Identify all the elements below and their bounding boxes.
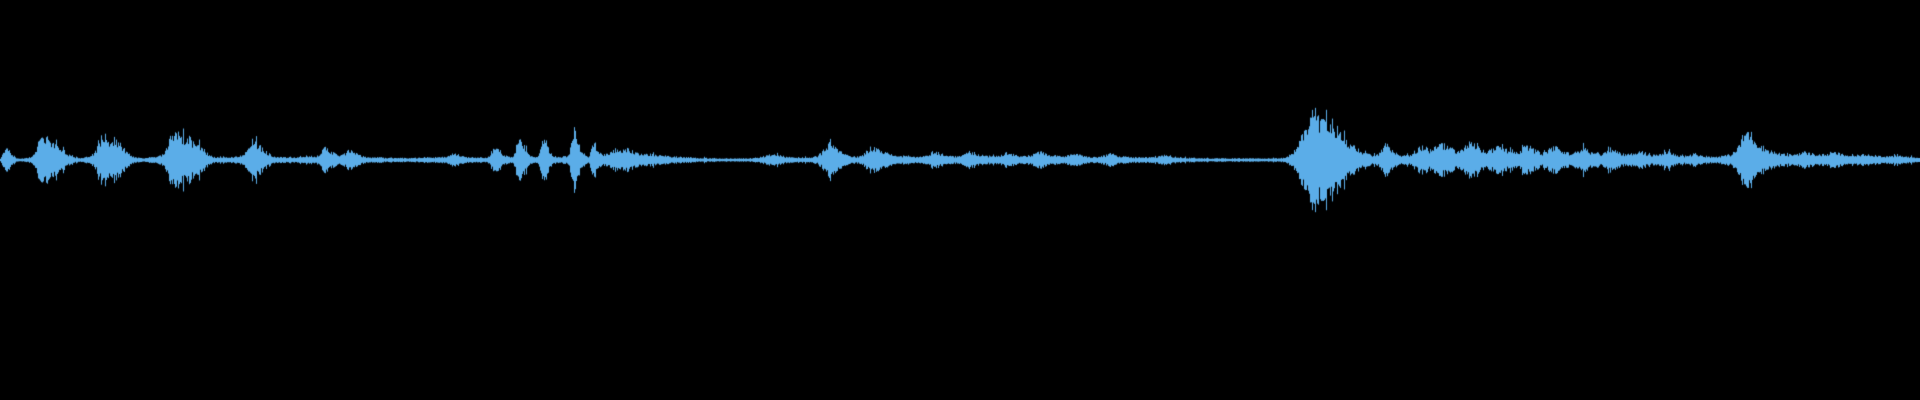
audio-waveform-viewer[interactable] xyxy=(0,0,1920,400)
waveform-canvas[interactable] xyxy=(0,0,1920,400)
